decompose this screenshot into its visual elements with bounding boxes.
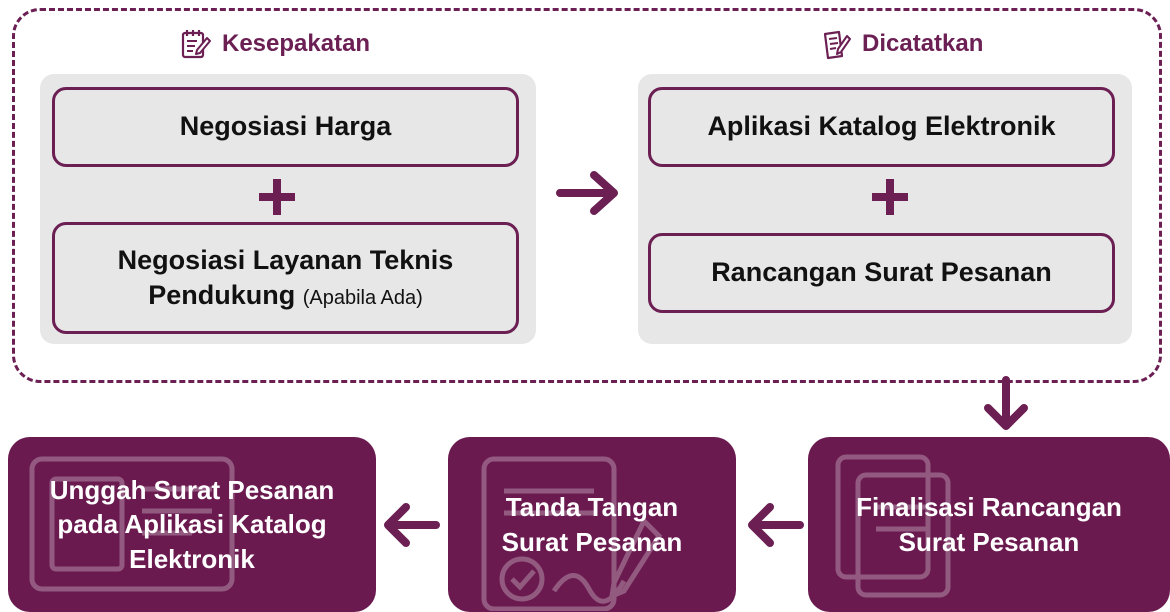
document-stack-icon xyxy=(835,454,951,598)
arrow-left-icon xyxy=(384,503,440,547)
document-pen-icon xyxy=(823,30,851,60)
card-note: (Apabila Ada) xyxy=(302,287,423,309)
step-text-line: Surat Pesanan xyxy=(898,526,1080,557)
card-label: Aplikasi Katalog Elektronik xyxy=(707,111,1056,142)
arrow-right-icon xyxy=(556,171,618,215)
notepad-pen-icon xyxy=(181,30,211,59)
arrow-left-icon xyxy=(748,503,804,547)
card-label-line1: Negosiasi Layanan Teknis xyxy=(117,244,454,275)
card-negotiation-price: Negosiasi Harga xyxy=(52,87,519,167)
section-title-kesepakatan: Kesepakatan xyxy=(180,28,370,60)
card-label: Negosiasi Harga xyxy=(179,111,392,142)
card-label: Rancangan Surat Pesanan xyxy=(711,257,1052,288)
arrow-down-icon xyxy=(984,376,1028,430)
step-upload: Unggah Surat Pesanan pada Aplikasi Katal… xyxy=(8,437,376,612)
plus-icon xyxy=(259,179,295,215)
agreement-group-frame xyxy=(12,8,1162,383)
plus-icon xyxy=(872,179,908,215)
signed-document-icon xyxy=(481,456,663,611)
step-text-line: Finalisasi Rancangan xyxy=(856,492,1122,523)
step-text-line: Surat Pesanan xyxy=(501,526,683,557)
card-label-line2: Pendukung xyxy=(148,280,296,310)
laptop-document-icon xyxy=(29,456,235,592)
step-text-line: Unggah Surat Pesanan xyxy=(49,475,335,506)
step-text-line: Tanda Tangan xyxy=(505,492,679,523)
step-sign: Tanda Tangan Surat Pesanan xyxy=(448,437,736,612)
step-text-line: pada Aplikasi Katalog xyxy=(57,509,327,540)
section-title-label: Dicatatkan xyxy=(862,30,984,57)
step-finalize: Finalisasi Rancangan Surat Pesanan xyxy=(808,437,1170,612)
card-order-draft: Rancangan Surat Pesanan xyxy=(648,233,1115,313)
step-text-line: Elektronik xyxy=(129,543,255,574)
section-title-label: Kesepakatan xyxy=(222,30,371,57)
card-negotiation-service: Negosiasi Layanan Teknis Pendukung (Apab… xyxy=(52,222,519,334)
card-catalog-app: Aplikasi Katalog Elektronik xyxy=(648,87,1115,167)
section-title-dicatatkan: Dicatatkan xyxy=(820,28,983,60)
